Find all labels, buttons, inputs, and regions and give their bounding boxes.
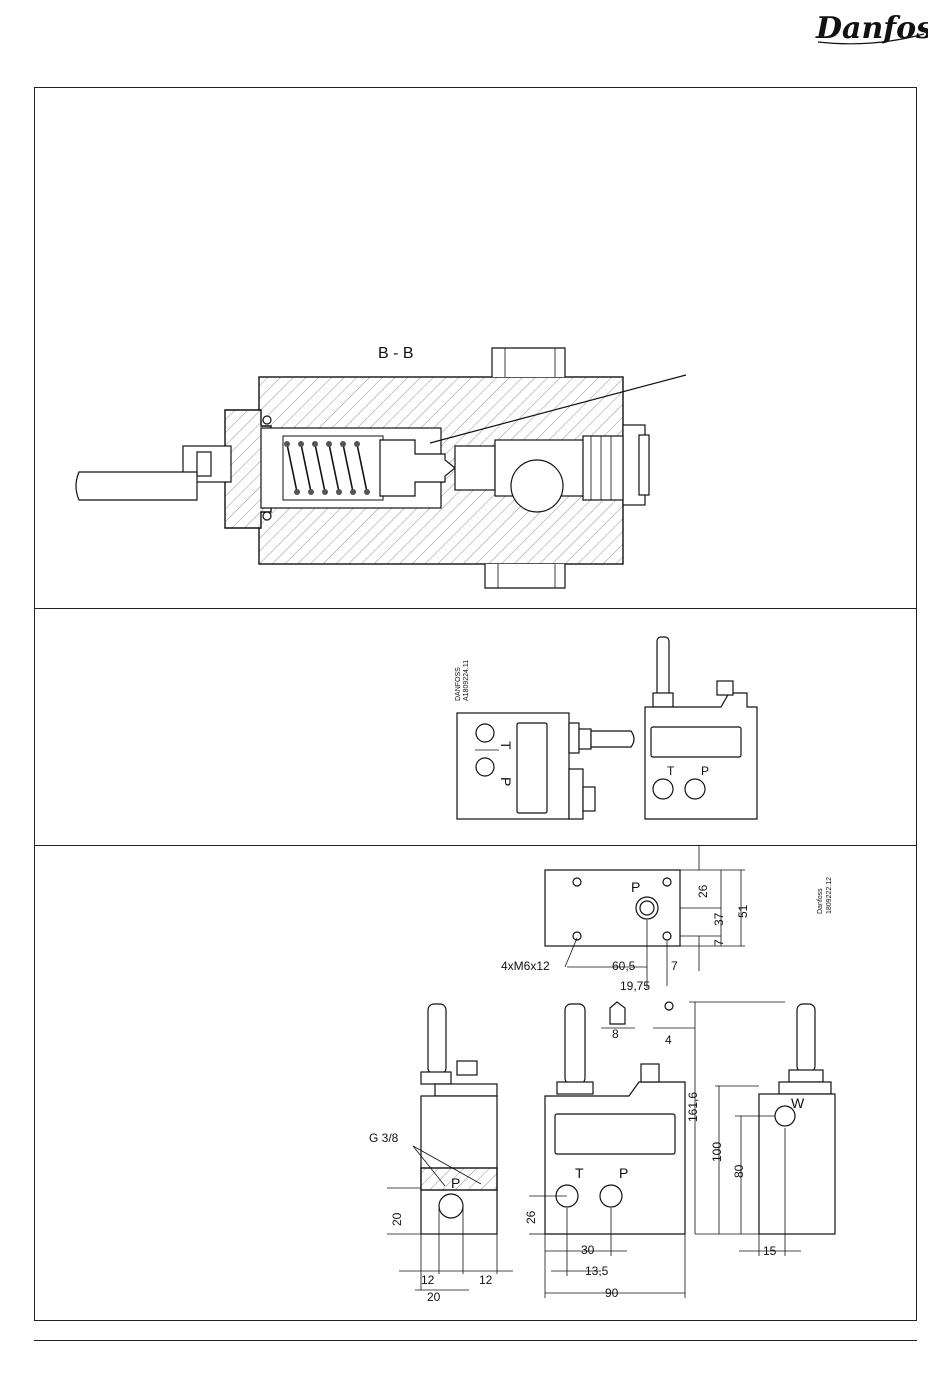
dim-90: 90 <box>605 1286 619 1300</box>
dim-30: 30 <box>581 1243 595 1257</box>
bolt-callout: 4xM6x12 <box>501 959 550 973</box>
drawing-brand-code: DANFOSS <box>455 667 462 701</box>
dim-37: 37 <box>712 912 726 926</box>
top-view: P 26 37 51 7 60,5 7 19,75 4xM6x12 <box>501 846 750 993</box>
dim-26: 26 <box>696 884 710 898</box>
dim-20h: 20 <box>427 1290 441 1304</box>
port-t-label: T <box>498 741 514 750</box>
dim-8: 8 <box>612 1027 619 1041</box>
dim-12a: 12 <box>421 1273 435 1287</box>
adjust-handle <box>76 472 197 500</box>
footer-rule <box>34 1340 917 1341</box>
dim-15: 15 <box>763 1244 777 1258</box>
drawing-code: A1809224.11 <box>463 660 470 701</box>
front-port-p: P <box>619 1165 628 1181</box>
dim-7: 7 <box>712 939 726 946</box>
section-view-panel: B - B <box>34 87 917 609</box>
dim-7b: 7 <box>671 959 678 973</box>
dim-161-6: 161,6 <box>686 1092 700 1122</box>
dim-19-75: 19,75 <box>620 979 650 993</box>
front-port-t: T <box>575 1165 584 1181</box>
dim-80: 80 <box>732 1164 746 1178</box>
section-label: B - B <box>378 345 414 362</box>
front-view: T P 8 4 26 30 13,5 90 <box>524 1002 695 1300</box>
dim-drawing-code: 1809222.12 <box>826 877 833 914</box>
left-port-p: P <box>451 1175 460 1191</box>
top-connector <box>492 348 565 377</box>
dim-26-front: 26 <box>524 1210 538 1224</box>
port-t-label-front: T <box>667 764 675 778</box>
dim-4: 4 <box>665 1033 672 1047</box>
dim-20v: 20 <box>390 1212 404 1226</box>
port-p-label: P <box>498 777 514 786</box>
dim-13-5: 13,5 <box>585 1264 609 1278</box>
dimension-drawing-panel: Danfoss 1809222.12 P 26 37 51 7 60,5 7 1… <box>34 845 917 1321</box>
right-side-view: W 161,6 100 80 15 <box>686 1002 835 1258</box>
dim-drawing-brand: Danfoss <box>817 888 824 914</box>
thread-callout: G 3/8 <box>369 1131 399 1145</box>
logo-text: Danfoss <box>815 11 928 46</box>
bottom-connector <box>485 564 565 588</box>
left-side-view: P G 3/8 20 12 12 20 <box>369 1004 513 1304</box>
product-views-panel: DANFOSS A1809224.11 T P T P <box>34 608 917 846</box>
dim-60-5: 60,5 <box>612 959 636 973</box>
top-port-p: P <box>631 879 640 895</box>
dim-12b: 12 <box>479 1273 493 1287</box>
front-view-3d: T P <box>645 637 757 819</box>
side-view-rotated: T P <box>457 713 634 819</box>
port-p-label-front: P <box>701 764 709 778</box>
dim-51: 51 <box>736 904 750 918</box>
danfoss-logo: Danfoss <box>812 4 928 48</box>
dim-100: 100 <box>710 1142 724 1162</box>
right-port-w: W <box>791 1095 805 1111</box>
